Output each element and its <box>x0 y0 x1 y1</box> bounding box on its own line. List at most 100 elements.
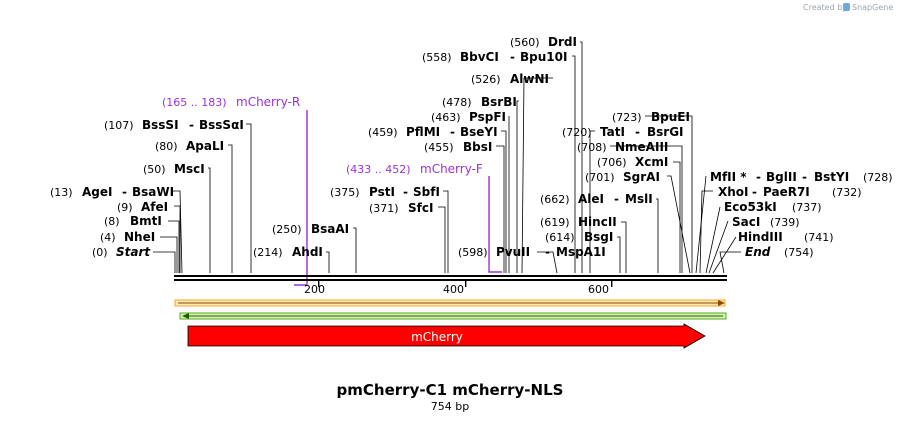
site-name-ahdi[interactable]: AhdI <box>292 245 323 259</box>
site-line-hincii <box>621 221 627 273</box>
site-pos: (478) <box>442 96 472 109</box>
site-name-alei[interactable]: AleI <box>578 192 604 206</box>
site-name-alwni[interactable]: AlwNI <box>510 72 549 86</box>
site-name-bsrgi[interactable]: BsrGI <box>647 125 684 139</box>
site-sep: - <box>189 118 194 132</box>
site-pos: (107) <box>104 119 134 132</box>
site-name-xcmi[interactable]: XcmI <box>635 155 668 169</box>
site-line-bbvci <box>572 55 576 273</box>
site-pos: (739) <box>770 216 800 229</box>
site-pos: (214) <box>253 246 283 259</box>
site-line-pflmi <box>501 130 507 273</box>
site-name-bseyi[interactable]: BseYI <box>460 125 498 139</box>
map-length: 754 bp <box>431 400 469 413</box>
site-name-bmti[interactable]: BmtI <box>130 214 162 228</box>
site-name-bsssi[interactable]: BssSI <box>142 118 179 132</box>
site-name-bpu10i[interactable]: Bpu10I <box>520 50 567 64</box>
site-name-bglii[interactable]: BglII <box>766 170 797 184</box>
orf-forward <box>174 299 726 307</box>
site-name-xhoi[interactable]: XhoI <box>718 185 749 199</box>
site-name-bbsi[interactable]: BbsI <box>463 140 492 154</box>
axis-tick-600: 600 <box>588 283 609 296</box>
primer-line-mcherry-r <box>294 110 308 286</box>
site-name-end[interactable]: End <box>745 245 771 259</box>
site-line-bsgi <box>617 236 621 273</box>
site-name-agei[interactable]: AgeI <box>82 185 112 199</box>
site-name-sfci[interactable]: SfcI <box>408 201 433 215</box>
site-name-pvuii[interactable]: PvuII <box>496 245 530 259</box>
primer-line-mcherry-f <box>488 176 502 273</box>
site-pos: (706) <box>597 156 627 169</box>
snapgene-logo-icon <box>843 3 850 11</box>
site-pos: (455) <box>424 141 454 154</box>
backbone <box>174 275 727 287</box>
site-line-agei <box>173 190 183 274</box>
site-name-bsawi[interactable]: BsaWI <box>132 185 174 199</box>
site-name-bstyi[interactable]: BstYI <box>814 170 849 184</box>
map-title: pmCherry-C1 mCherry-NLS <box>337 381 564 399</box>
site-name-bbvci[interactable]: BbvCI <box>460 50 499 64</box>
site-sep: - <box>756 170 761 184</box>
site-name-mfii[interactable]: MfII * <box>710 170 747 184</box>
site-name-bsssai[interactable]: BssSαI <box>199 118 244 132</box>
site-lines <box>153 41 741 274</box>
site-pos: (701) <box>585 171 615 184</box>
site-name-pspfi[interactable]: PspFI <box>469 110 506 124</box>
site-name-nmeaiii[interactable]: NmeAIII <box>615 140 668 154</box>
site-line-alwni <box>521 77 553 274</box>
site-line-bmti <box>168 220 180 273</box>
primer-name-mcherry-f[interactable]: mCherry-F <box>420 162 483 176</box>
site-name-hincii[interactable]: HincII <box>578 215 617 229</box>
primer-name-mcherry-r[interactable]: mCherry-R <box>236 95 300 109</box>
site-line-end <box>719 251 741 274</box>
site-name-nhei[interactable]: NheI <box>124 230 155 244</box>
site-sep: - <box>802 170 807 184</box>
site-name-pflmi[interactable]: PflMI <box>406 125 440 139</box>
site-name-saci[interactable]: SacI <box>732 215 760 229</box>
site-name-sgrai[interactable]: SgrAI <box>623 170 660 184</box>
site-name-psti[interactable]: PstI <box>369 185 395 199</box>
site-name-afei[interactable]: AfeI <box>141 200 168 214</box>
site-line-ahdi <box>326 251 330 273</box>
site-name-sbfi[interactable]: SbfI <box>413 185 440 199</box>
site-line-pvuii <box>537 251 558 274</box>
feature-mcherry[interactable]: mCherry <box>187 323 706 349</box>
site-pos: (558) <box>422 51 452 64</box>
site-line-msci <box>208 167 211 273</box>
site-name-bpuei[interactable]: BpuEI <box>651 110 690 124</box>
feature-mcherry-label: mCherry <box>411 330 463 344</box>
site-pos: (375) <box>330 186 360 199</box>
site-name-hindiii[interactable]: HindIII <box>738 230 783 244</box>
site-pos: (708) <box>577 141 607 154</box>
site-name-msli[interactable]: MslI <box>625 192 653 206</box>
site-line-saci <box>708 220 729 274</box>
site-pos: (250) <box>272 223 302 236</box>
site-name-bsaai[interactable]: BsaAI <box>311 222 349 236</box>
site-pos: (662) <box>540 193 570 206</box>
site-pos: (463) <box>431 111 461 124</box>
site-line-xhoi <box>699 190 713 274</box>
site-name-apali[interactable]: ApaLI <box>186 139 224 153</box>
primer-labels: (165 .. 183) mCherry-R (433 .. 452) mChe… <box>162 95 483 176</box>
primer-lines <box>294 110 502 286</box>
credit-prefix: Created by <box>803 3 847 12</box>
site-line-start <box>153 251 176 273</box>
orf-reverse <box>179 312 727 320</box>
site-sep: - <box>450 125 455 139</box>
site-name-mspa1i[interactable]: MspA1I <box>556 245 606 259</box>
primer-range-mcherry-f: (433 .. 452) <box>346 163 411 176</box>
site-name-start[interactable]: Start <box>116 245 151 259</box>
site-sep: - <box>403 185 408 199</box>
site-line-hindiii <box>712 236 737 274</box>
site-name-bsrbi[interactable]: BsrBI <box>481 95 517 109</box>
site-line-sgrai <box>667 175 691 274</box>
site-name-bsgi[interactable]: BsgI <box>584 230 613 244</box>
site-pos: (614) <box>545 231 575 244</box>
site-name-eco53ki[interactable]: Eco53kI <box>724 200 777 214</box>
site-name-tati[interactable]: TatI <box>600 125 625 139</box>
site-name-msci[interactable]: MscI <box>174 162 205 176</box>
site-name-paer7i[interactable]: PaeR7I <box>763 185 810 199</box>
site-line-tati <box>589 130 595 273</box>
site-name-drdi[interactable]: DrdI <box>548 35 577 49</box>
site-pos: (728) <box>863 171 893 184</box>
